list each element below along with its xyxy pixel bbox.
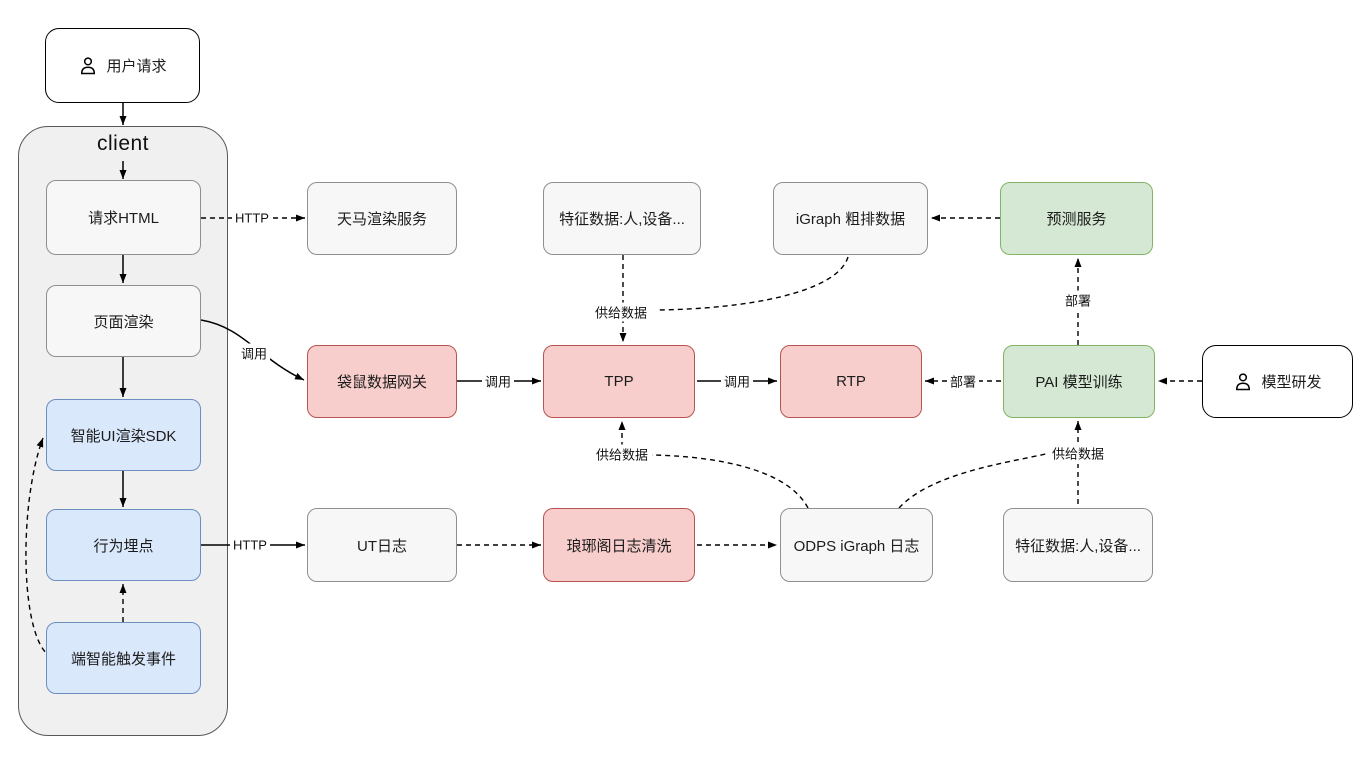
node-langya-log-clean: 琅琊阁日志清洗 <box>543 508 695 582</box>
edge-label-http-render: HTTP <box>232 210 272 226</box>
node-kangaroo-gateway: 袋鼠数据网关 <box>307 345 457 418</box>
node-label: RTP <box>836 373 866 390</box>
edge-label-invoke-gateway: 调用 <box>237 343 271 363</box>
node-label: ODPS iGraph 日志 <box>793 537 920 555</box>
node-label: TPP <box>604 373 634 390</box>
node-label: 琅琊阁日志清洗 <box>566 537 672 555</box>
edge-label-http-log: HTTP <box>230 537 270 553</box>
edge-label-supply-pai: 供给数据 <box>1048 443 1108 463</box>
node-label: 行为埋点 <box>93 537 154 555</box>
user-icon <box>78 56 98 76</box>
node-user-request: 用户请求 <box>45 28 200 103</box>
node-label: 页面渲染 <box>93 313 154 331</box>
node-pai-training: PAI 模型训练 <box>1003 345 1155 418</box>
edge-label-supply-tpp-top: 供给数据 <box>591 302 651 322</box>
node-label: 特征数据:人,设备... <box>559 211 685 228</box>
node-label: 用户请求 <box>106 58 167 75</box>
edge-label-invoke-tpp: 调用 <box>481 371 515 391</box>
edge-odps-to-pai-curve <box>898 452 1051 509</box>
edge-label-invoke-rtp: 调用 <box>720 371 754 391</box>
node-smart-ui-sdk: 智能UI渲染SDK <box>46 399 201 471</box>
node-behavior-tracking: 行为埋点 <box>46 509 201 581</box>
edge-igraph-rank-to-supply-label <box>656 256 849 311</box>
node-label: 袋鼠数据网关 <box>336 374 427 391</box>
edge-odps-to-tpp-curve <box>651 454 809 509</box>
node-ut-log: UT日志 <box>307 508 457 582</box>
node-label: 请求HTML <box>88 210 159 227</box>
node-tianma-render: 天马渲染服务 <box>307 182 457 255</box>
node-rtp: RTP <box>780 345 922 418</box>
node-page-render: 页面渲染 <box>46 285 201 357</box>
node-odps-igraph-log: ODPS iGraph 日志 <box>780 508 933 582</box>
node-model-dev: 模型研发 <box>1202 345 1353 418</box>
edge-label-deploy-prediction: 部署 <box>1061 290 1095 310</box>
node-igraph-rank: iGraph 粗排数据 <box>773 182 928 255</box>
node-label: 预测服务 <box>1046 211 1107 228</box>
node-label: UT日志 <box>357 537 407 555</box>
node-label: 模型研发 <box>1261 374 1322 391</box>
node-label: iGraph 粗排数据 <box>795 211 906 228</box>
node-feature-data-top: 特征数据:人,设备... <box>543 182 701 255</box>
node-label: 智能UI渲染SDK <box>70 427 177 445</box>
client-container-title: client <box>96 132 150 155</box>
node-label: 端智能触发事件 <box>70 650 176 668</box>
edge-trigger-event-to-smart-ui-sdk <box>25 437 53 658</box>
edge-label-supply-tpp-bottom: 供给数据 <box>592 444 652 464</box>
node-request-html: 请求HTML <box>46 180 201 255</box>
node-edge-trigger-event: 端智能触发事件 <box>46 622 201 694</box>
user-icon <box>1233 372 1253 392</box>
node-feature-data-bottom: 特征数据:人,设备... <box>1003 508 1153 582</box>
node-prediction-service: 预测服务 <box>1000 182 1153 255</box>
node-tpp: TPP <box>543 345 695 418</box>
node-label: PAI 模型训练 <box>1035 374 1123 391</box>
node-label: 特征数据:人,设备... <box>1015 537 1141 555</box>
edge-label-deploy-rtp: 部署 <box>946 371 980 391</box>
node-label: 天马渲染服务 <box>336 211 427 228</box>
